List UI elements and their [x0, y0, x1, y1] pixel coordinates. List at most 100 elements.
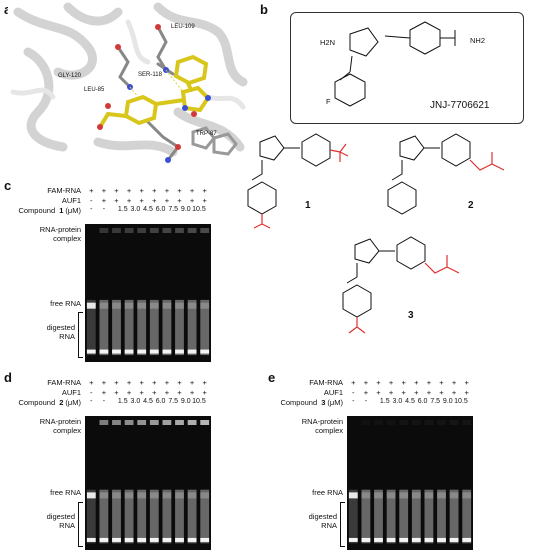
free-rna-band: [386, 492, 396, 499]
gel-d-row2-mark: +: [177, 388, 182, 397]
digested-smear: [200, 299, 210, 356]
concentration-unit: (μM): [65, 206, 81, 215]
free-rna-band: [424, 492, 434, 499]
gel-e-concentration: -: [364, 398, 368, 405]
gel-e-free-label: free RNA: [312, 488, 343, 498]
complex-band: [449, 420, 459, 425]
complex-band: [462, 420, 472, 425]
complex-band: [437, 420, 446, 425]
digested-smear: [99, 489, 109, 544]
jnj-atom-h2n: H2N: [320, 38, 336, 47]
free-rna-band: [99, 492, 109, 499]
gel-d-row1-mark: +: [89, 378, 94, 387]
compound-1-structure: [247, 133, 349, 229]
gel-d-concentration: -: [90, 398, 93, 405]
digested-smear: [462, 489, 472, 544]
bottom-band: [200, 349, 210, 354]
complex-band: [99, 228, 109, 233]
gel-e-concentration: -: [352, 398, 355, 405]
gel-d-complex-label: RNA-protein complex: [39, 417, 81, 435]
gel-d-compound-label: Compound 2(μM): [18, 398, 81, 407]
free-rna-band: [200, 302, 210, 309]
gel-panel-c: FAM-RNA++++++++++AUF1-+++++++++Compound …: [0, 178, 230, 363]
gel-d-row2-mark: +: [101, 388, 107, 397]
gel-e-digested-label: digested RNA: [308, 512, 337, 531]
bottom-band: [175, 349, 184, 354]
gel-d-row2-mark: +: [164, 388, 170, 397]
free-rna-band: [86, 302, 96, 309]
gel-e-row2-mark: -: [352, 388, 355, 397]
gel-c-row1-mark: +: [139, 186, 144, 195]
gel-c-row2-mark: -: [90, 196, 93, 205]
free-rna-band: [149, 302, 159, 309]
reference-compound-box: [290, 12, 524, 124]
digested-smear: [437, 489, 446, 544]
gel-c-concentration: 10.5: [192, 206, 206, 213]
bottom-band: [162, 537, 172, 542]
digested-smear: [361, 489, 371, 544]
gel-c-row2-mark: +: [126, 196, 132, 205]
free-rna-band: [112, 302, 121, 309]
gel-d-free-label: free RNA: [50, 488, 81, 498]
gel-e-row1-mark: +: [414, 378, 419, 387]
gel-d-row1-mark: +: [114, 378, 119, 387]
complex-band: [411, 420, 421, 425]
gel-c-digested-label: digested RNA: [46, 323, 75, 342]
free-rna-band: [112, 492, 121, 499]
digested-smear: [175, 489, 184, 544]
complex-band: [162, 420, 172, 425]
digested-smear: [449, 489, 459, 544]
residue-label-leu109: LEU-109: [171, 24, 195, 30]
complex-band: [200, 228, 210, 233]
bottom-band: [149, 349, 159, 354]
digested-smear: [187, 489, 197, 544]
gel-e-row1-mark: +: [451, 378, 457, 387]
complex-band: [361, 420, 370, 425]
residue-label-leu85: LEU-85: [84, 87, 105, 93]
complex-band: [112, 420, 121, 425]
complex-band: [99, 420, 109, 425]
gel-e-concentration: 10.5: [454, 398, 468, 405]
gel-e-row2-mark: +: [388, 388, 394, 397]
complex-band: [149, 420, 159, 425]
gel-d-concentration: 10.5: [192, 398, 206, 405]
gel-e-row1-label: FAM-RNA: [309, 378, 343, 387]
gel-c-row1-mark: +: [177, 186, 182, 195]
digested-smear: [348, 489, 358, 544]
gel-c-row1-mark: +: [114, 186, 119, 195]
free-rna-band: [137, 492, 147, 499]
gel-c-row2-label: AUF1: [61, 196, 81, 205]
complex-band: [374, 420, 383, 425]
free-rna-band: [399, 492, 409, 499]
gel-e-row1-mark: +: [376, 378, 381, 387]
complex-band: [175, 420, 184, 425]
bottom-band: [437, 537, 446, 542]
gel-e-row1-mark: +: [464, 378, 469, 387]
gel-d-row1-mark: +: [189, 378, 195, 387]
bottom-band: [348, 537, 358, 542]
gel-d-concentration: 3.0: [130, 398, 141, 405]
digested-smear: [137, 489, 147, 544]
digested-smear: [86, 299, 96, 356]
digested-smear: [399, 489, 409, 544]
free-rna-band: [437, 492, 446, 499]
gel-c-row2-mark: +: [152, 196, 157, 205]
gel-e-row2-mark: +: [426, 388, 432, 397]
digested-smear: [149, 489, 159, 544]
gel-c-row1-mark: +: [164, 186, 170, 195]
gel-c-row2-mark: +: [139, 196, 144, 205]
gel-d-row2-label: AUF1: [61, 388, 81, 397]
gel-e-concentration: 3.0: [392, 398, 403, 405]
bottom-band: [137, 537, 147, 542]
panel-label-d: d: [4, 370, 12, 385]
bottom-band: [149, 537, 159, 542]
digested-smear: [175, 299, 184, 356]
digested-smear: [162, 299, 172, 356]
gel-panel-e: FAM-RNA++++++++++AUF1-+++++++++Compound …: [262, 370, 492, 550]
gel-e-concentration: 9.0: [442, 398, 453, 405]
gel-background: [347, 416, 473, 550]
gel-c-concentration: 4.5: [143, 206, 153, 213]
complex-band: [124, 420, 134, 425]
digested-smear: [374, 489, 383, 544]
gel-c-compound-label: Compound 1(μM): [18, 206, 81, 215]
